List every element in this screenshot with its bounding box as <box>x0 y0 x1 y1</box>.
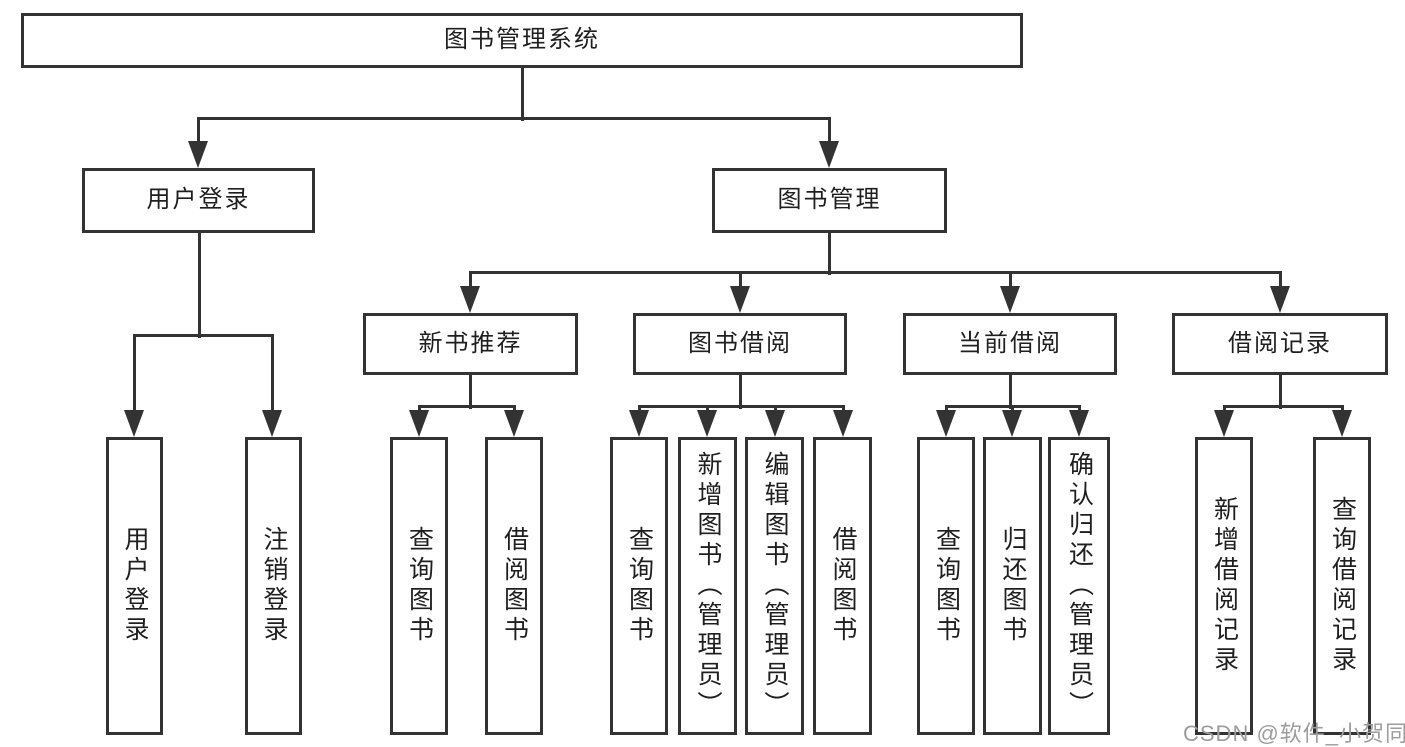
arrowhead-icon <box>504 410 524 437</box>
arrowhead-icon <box>730 286 750 313</box>
connector-vline <box>468 375 472 409</box>
node-label: 当前借阅 <box>958 329 1062 357</box>
node-label: 新增借阅记录 <box>1210 496 1239 676</box>
arrowhead-icon <box>124 410 144 437</box>
leaf-logout: 注销登录 <box>245 437 302 735</box>
leaf-query-current: 查询图书 <box>917 437 975 735</box>
arrowhead-icon <box>697 410 717 437</box>
connector-vline <box>827 118 831 148</box>
node-label: 查询图书 <box>932 526 961 646</box>
node-current-borrow: 当前借阅 <box>903 313 1117 375</box>
connector-vline <box>1008 375 1012 409</box>
connector-hline <box>637 404 845 408</box>
connector-vline <box>197 233 201 338</box>
connector-vline <box>270 335 274 415</box>
node-label: 确认归还（管理员） <box>1065 451 1094 721</box>
connector-vline <box>468 272 472 292</box>
connector-vline <box>738 375 742 409</box>
connector-vline <box>827 233 831 275</box>
leaf-edit-book-admin: 编辑图书（管理员） <box>745 437 804 735</box>
node-label: 查询图书 <box>405 526 434 646</box>
arrowhead-icon <box>1069 410 1089 437</box>
node-book-borrow: 图书借阅 <box>633 313 847 375</box>
arrowhead-icon <box>1214 410 1234 437</box>
node-new-book-recommend: 新书推荐 <box>363 313 578 375</box>
connector-vline <box>520 68 524 121</box>
connector-hline <box>132 333 274 337</box>
node-label: 用户登录 <box>121 526 149 646</box>
leaf-query-book: 查询图书 <box>610 437 668 735</box>
arrowhead-icon <box>409 410 429 437</box>
leaf-borrow-book: 借阅图书 <box>813 437 872 735</box>
arrowhead-icon <box>1002 410 1022 437</box>
node-label: 借阅记录 <box>1228 329 1332 357</box>
node-label: 图书借阅 <box>688 329 792 357</box>
node-label: 新书推荐 <box>418 329 523 357</box>
node-label: 编辑图书（管理员） <box>761 451 789 721</box>
connector-hline <box>468 270 1282 274</box>
arrowhead-icon <box>460 286 480 313</box>
connector-vline <box>1278 272 1282 292</box>
arrowhead-icon <box>765 410 785 437</box>
connector-vline <box>738 272 742 292</box>
leaf-query-book-recommend: 查询图书 <box>390 437 448 735</box>
connector-hline <box>196 116 831 120</box>
arrowhead-icon <box>936 410 956 437</box>
arrowhead-icon <box>629 410 649 437</box>
arrowhead-icon <box>833 410 853 437</box>
node-label: 用户登录 <box>146 186 251 214</box>
leaf-return-book: 归还图书 <box>983 437 1042 735</box>
leaf-add-borrow-record: 新增借阅记录 <box>1195 437 1253 735</box>
connector-vline <box>196 118 200 148</box>
connector-vline <box>1278 375 1282 409</box>
node-label: 注销登录 <box>260 526 288 646</box>
node-label: 查询借阅记录 <box>1328 496 1357 676</box>
node-label: 图书管理 <box>777 186 882 214</box>
node-library-system: 图书管理系统 <box>21 13 1023 68</box>
node-book-management: 图书管理 <box>712 168 947 233</box>
node-label: 归还图书 <box>999 526 1027 646</box>
node-label: 新增图书（管理员） <box>694 451 722 721</box>
leaf-user-login: 用户登录 <box>106 437 163 735</box>
node-label: 借阅图书 <box>500 526 529 646</box>
leaf-add-book-admin: 新增图书（管理员） <box>678 437 737 735</box>
connector-vline <box>132 335 136 415</box>
arrowhead-icon <box>1332 410 1352 437</box>
node-user-login: 用户登录 <box>82 168 315 233</box>
connector-hline <box>944 404 1081 408</box>
arrowhead-icon <box>188 141 208 168</box>
node-borrow-record: 借阅记录 <box>1172 313 1388 375</box>
node-label: 借阅图书 <box>829 526 857 646</box>
csdn-watermark: CSDN @软件_小贺同学 <box>1183 721 1405 746</box>
arrowhead-icon <box>1000 286 1020 313</box>
leaf-borrow-book-recommend: 借阅图书 <box>485 437 543 735</box>
leaf-confirm-return-admin: 确认归还（管理员） <box>1048 437 1110 735</box>
node-label: 图书管理系统 <box>444 26 600 54</box>
arrowhead-icon <box>262 410 282 437</box>
arrowhead-icon <box>1270 286 1290 313</box>
arrowhead-icon <box>819 141 839 168</box>
connector-hline <box>1222 404 1344 408</box>
leaf-query-borrow-record: 查询借阅记录 <box>1313 437 1371 735</box>
connector-vline <box>1008 272 1012 292</box>
connector-hline <box>417 404 516 408</box>
node-label: 查询图书 <box>625 526 654 646</box>
